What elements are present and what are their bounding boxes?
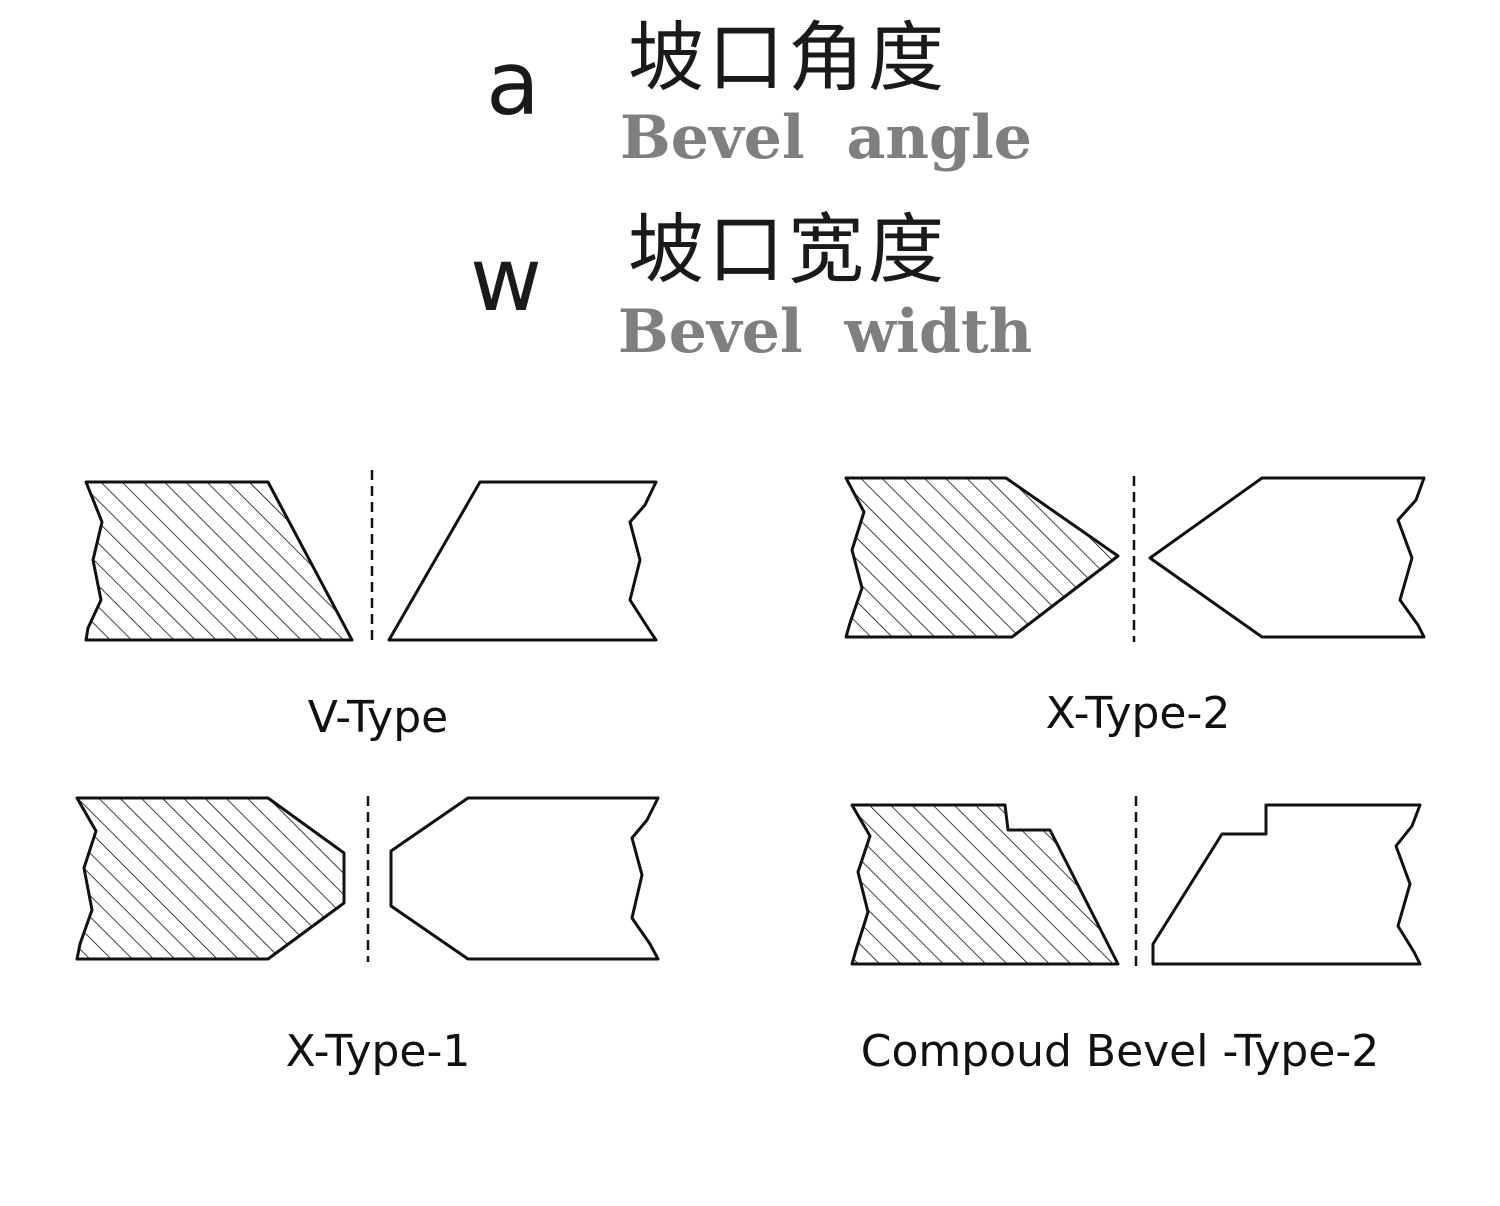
x-type-1-left-plate (75, 796, 346, 961)
bevel-width-symbol: w (470, 228, 542, 331)
v-type-right-plate (387, 480, 658, 642)
bevel-angle-chinese-label: 坡口角度 (628, 13, 948, 102)
bevel-angle-english-label: Bevel angle (620, 103, 1032, 173)
x-type-2-right-plate (1148, 476, 1426, 639)
bevel-angle-symbol: a (486, 32, 540, 135)
compound-bevel-caption: Compoud Bevel -Type-2 (860, 1026, 1380, 1077)
x-type-2-caption: X-Type-2 (1045, 688, 1231, 739)
x-type-1-caption: X-Type-1 (285, 1026, 471, 1077)
compound-bevel-right-plate (1151, 803, 1422, 966)
v-type-caption: V-Type (307, 692, 449, 743)
bevel-width-english-label: Bevel width (618, 297, 1033, 367)
compound-bevel-left-plate (850, 803, 1120, 966)
v-type-left-plate (84, 480, 354, 642)
bevel-width-chinese-label: 坡口宽度 (628, 205, 948, 294)
x-type-2-left-plate (844, 476, 1120, 639)
x-type-1-right-plate (389, 796, 660, 961)
